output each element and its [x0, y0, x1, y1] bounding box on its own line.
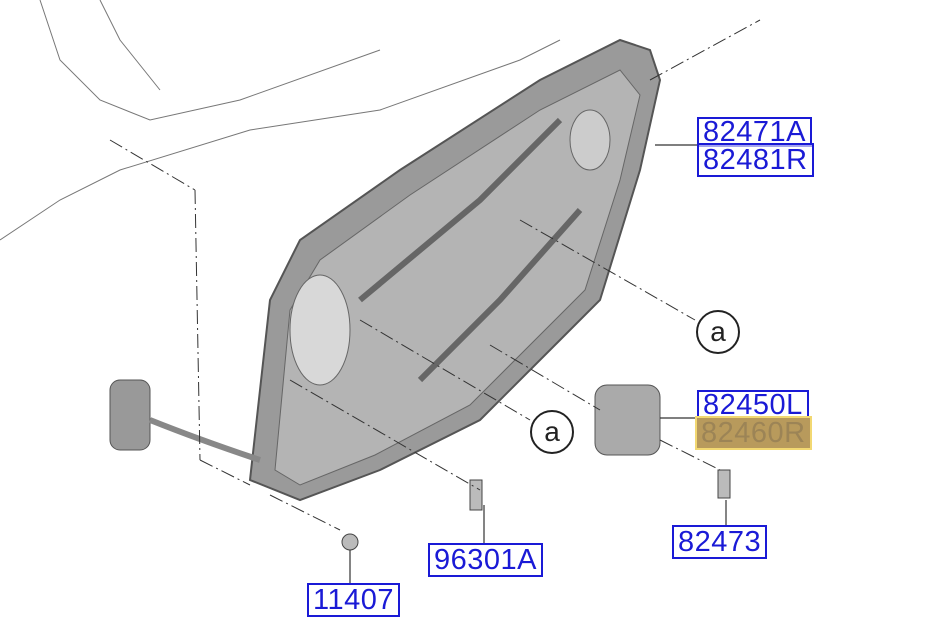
wiring-harness [109, 379, 261, 463]
door-module-carrier [248, 38, 662, 502]
part-label-82473[interactable]: 82473 [672, 525, 768, 559]
bolts [341, 469, 731, 551]
window-motor [594, 384, 661, 456]
callout-a: a [530, 410, 574, 454]
door-frame [0, 0, 561, 241]
part-label-82481r[interactable]: 82481R [697, 143, 814, 177]
parts-illustration [0, 0, 761, 585]
part-label-11407[interactable]: 11407 [307, 583, 400, 617]
leader-lines [349, 144, 727, 585]
callout-a: a [696, 310, 740, 354]
dash-dot-lines [109, 19, 761, 531]
part-label-82471a[interactable]: 82471A [697, 117, 812, 147]
part-label-82460r[interactable]: 82460R [695, 416, 812, 450]
part-label-96301a[interactable]: 96301A [428, 543, 543, 577]
